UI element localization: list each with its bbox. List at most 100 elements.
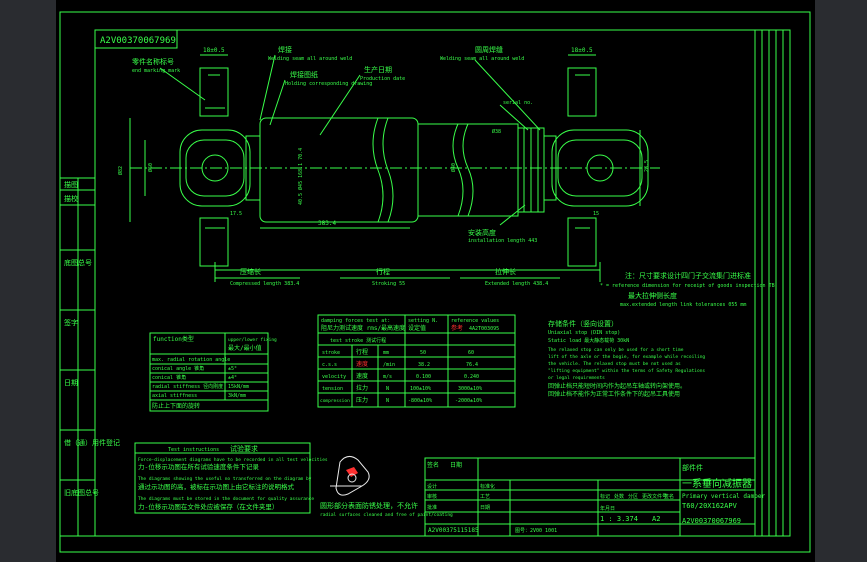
storage-line-5: "lifting equipment" within the terms of … (548, 368, 705, 374)
rev-h3: 分区 (628, 493, 638, 500)
callout-leaders (159, 54, 541, 226)
svg-text:N: N (386, 398, 389, 404)
svg-text:tension: tension (322, 386, 343, 392)
left-eye-bushing (179, 129, 251, 207)
surface-note-en: radial surfaces cleaned and free of pain… (320, 512, 453, 518)
svg-text:0.100: 0.100 (416, 374, 431, 380)
svg-text:-800±10%: -800±10% (408, 398, 432, 404)
dim-right-offset: 18±0.5 (571, 47, 593, 54)
tb-drawing-number: A2V00370067969 (682, 517, 741, 525)
svg-text:38.2: 38.2 (418, 362, 430, 368)
callout-compressed: 压缩长 (240, 267, 261, 276)
svg-text:0.240: 0.240 (464, 374, 479, 380)
tb-row-2: 设计 (427, 483, 437, 490)
callout-extended-en: Extended length 438.4 (485, 281, 548, 287)
test-instructions-box (134, 442, 311, 514)
callout-compressed-en: Compressed length 383.4 (230, 281, 299, 287)
rev-h5: 签名 (664, 493, 674, 500)
callout-corresponding-en: Holding corresponding drawing (285, 81, 372, 87)
left-strip-label-5: 日期 (64, 379, 78, 387)
tube-marking: 40.5 Ø45 168.1 70.4 (297, 148, 304, 205)
dim-d2: Ø82 (117, 166, 124, 175)
svg-text:stroke: stroke (322, 350, 340, 356)
damping-title: damping forces test at: (321, 318, 390, 324)
tb-row-3b: 工艺 (480, 494, 490, 500)
left-strip-label-6: 借（通）用件登记 (64, 438, 120, 447)
dim-d6: 17.5 (230, 211, 242, 217)
svg-text:3000±10%: 3000±10% (458, 386, 482, 392)
func-header-c: 最大/最小值 (228, 344, 262, 352)
callout-end-mark-en: end marking mark (132, 68, 180, 74)
dust-cover-tube (417, 123, 519, 217)
storage-line-7: 回弹止档只能短时间内作为起吊车轴或转向架使用。 (548, 382, 686, 390)
left-strip-label-3: 底图总号 (64, 258, 92, 267)
svg-text:/min: /min (383, 362, 395, 368)
tb-row-3: 审核 (427, 493, 437, 500)
func-header-b: upper/lower fixing (228, 337, 277, 343)
callout-end-mark: 零件名称标号 (132, 57, 174, 66)
dim-d5: 15 (593, 211, 599, 217)
svg-text:行程: 行程 (356, 348, 368, 356)
func-row-4-a: radial stiffness 径向刚度 (152, 383, 223, 390)
title-block (424, 457, 756, 537)
func-row-5-a: axial stiffness (152, 393, 197, 399)
callout-production-date-en: Production date (360, 76, 405, 82)
tb-row-2b: 标准化 (480, 483, 495, 490)
tb-material: 部件件 (682, 463, 703, 472)
rev-h2: 处数 (614, 493, 624, 500)
func-row-5-b: 3kN/mm (228, 393, 246, 399)
damping-reference: reference values (451, 318, 499, 324)
right-eye-upper-lug (567, 67, 597, 117)
svg-text:compression: compression (320, 398, 350, 404)
note-right-2: * = reference dimension for receipt of g… (600, 283, 775, 289)
callout-weld2: 圆周焊缝 (475, 45, 503, 54)
callout-install-length-en: installation length 443 (468, 238, 537, 244)
func-header-a: function类型 (153, 335, 194, 343)
rev-h1: 标记 (600, 493, 610, 500)
svg-text:压力: 压力 (356, 396, 368, 404)
callout-extended: 拉伸长 (495, 267, 516, 276)
storage-line-1: Static load 最大静态载荷 30kN (548, 337, 629, 344)
svg-text:拉力: 拉力 (356, 384, 368, 392)
right-eye-bushing (551, 129, 649, 207)
callout-corresponding: 焊接图纸 (290, 70, 318, 79)
callout-production-date: 生产日期 (364, 65, 392, 74)
storage-line-8: 回弹止档不能作为正常工作条件下的起吊工具使用 (548, 390, 680, 398)
left-strip-label-4: 签字 (64, 318, 78, 327)
damping-subheader: test stroke 测试行程 (330, 337, 386, 344)
tb-row-1: 签名 (427, 461, 439, 469)
left-strip-label-1: 描图 (64, 180, 78, 189)
svg-text:50: 50 (420, 350, 426, 356)
svg-text:-2000±10%: -2000±10% (455, 398, 482, 404)
tb-row-1b: 日期 (450, 461, 462, 469)
rev-h6: 年月日 (600, 505, 615, 512)
test-line-2: 力-位移示功图在所有试验速度条件下记录 (138, 462, 259, 471)
dim-bushing: Ø38 (492, 128, 501, 135)
test-line-1: Force-displacement diagrams have to be r… (138, 457, 328, 463)
note-right-3: 最大拉伸侧长度 (628, 291, 677, 300)
tb-title-en: Primary vertical damper (682, 493, 765, 500)
callout-weld2-en: Welding seam all around weld (440, 56, 524, 62)
svg-text:velocity: velocity (322, 374, 346, 380)
right-strip-columns (761, 30, 784, 536)
tb-row-4b: 日期 (480, 505, 490, 511)
test-line-3: The diagrams showing the useful no trans… (138, 476, 312, 482)
note-right-4: max.extended length link tolerances 055 … (620, 302, 746, 308)
callout-serial: serial no. (503, 100, 533, 106)
damping-setting-cn: 设定值 (408, 324, 426, 332)
callout-weld-en: Welding seam all around weld (268, 56, 352, 62)
func-row-1-a: max. radial rotation angle (152, 357, 230, 363)
tb-ref: 图号：2V00 1001 (515, 528, 557, 534)
surface-symbol (330, 456, 370, 496)
svg-text:速度: 速度 (356, 360, 368, 368)
storage-line-6: or legal requirements (548, 375, 605, 381)
callout-stroke-en: Stroking 55 (372, 281, 405, 287)
storage-line-3: lift of the axle or the bogie, for examp… (548, 354, 705, 360)
dim-d3: Ø60 (147, 163, 154, 172)
callout-weld: 焊接 (278, 45, 292, 54)
test-line-6: 力-位移示功图在文件处应被保存（在文件夹里） (138, 502, 278, 511)
dim-d1: Ø40 (450, 163, 457, 172)
dim-length: 383.4 (318, 220, 336, 227)
right-revision-strip (754, 29, 791, 537)
